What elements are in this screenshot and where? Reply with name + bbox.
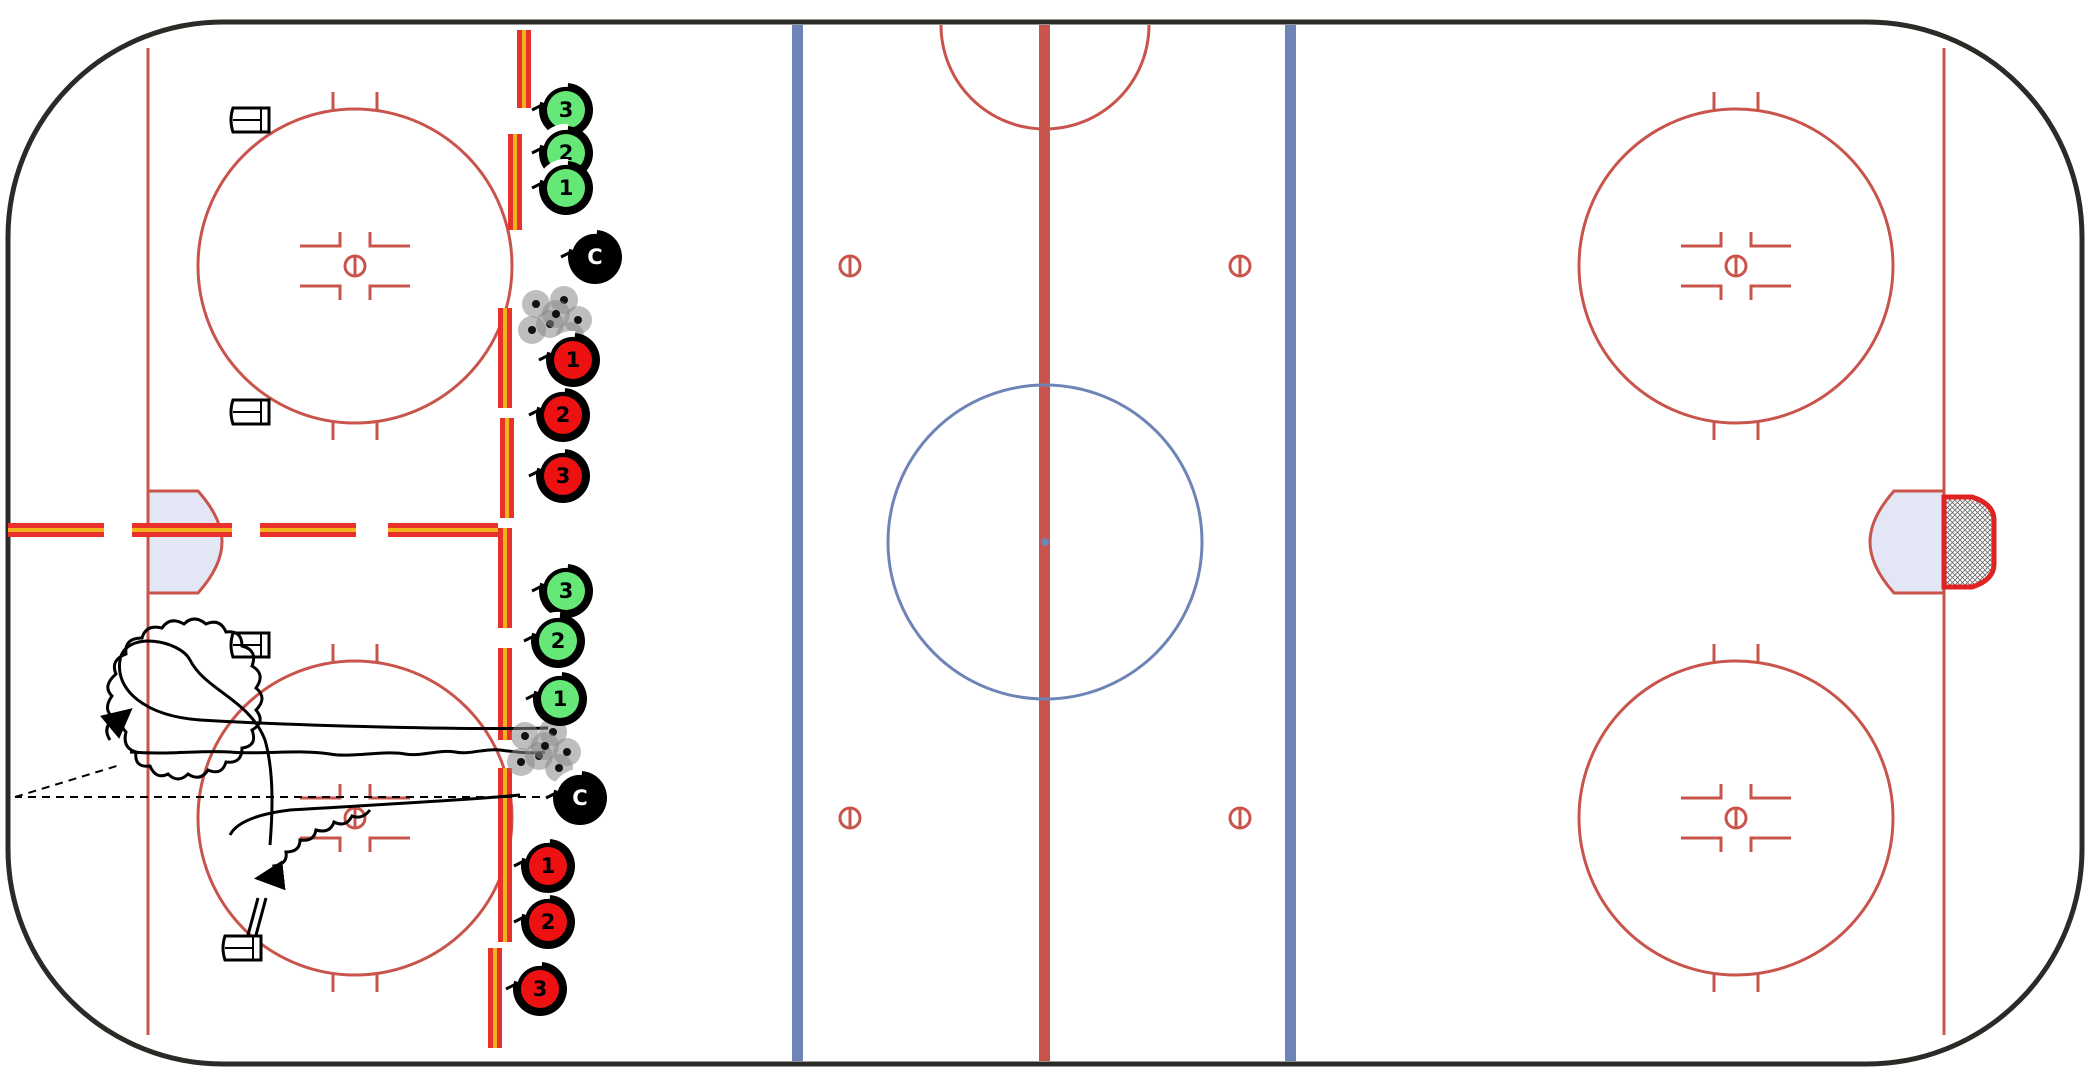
barrier-segment xyxy=(260,523,356,537)
right-goal-crease xyxy=(1868,489,1946,595)
player-coach-C: C xyxy=(560,227,622,284)
barrier-segment xyxy=(498,528,512,628)
barrier-segment xyxy=(8,523,104,537)
barrier-segment xyxy=(498,308,512,408)
player-green-1: 1 xyxy=(531,158,593,215)
barrier-segment xyxy=(132,523,232,537)
player-number-label: 3 xyxy=(533,977,548,1001)
player-red-1: 1 xyxy=(513,836,575,893)
pylon-icon xyxy=(229,631,271,659)
backward-skate-path xyxy=(228,793,521,836)
faceoff-circle-right-top xyxy=(1577,92,1895,440)
player-number-label: C xyxy=(572,786,587,810)
barrier-segment xyxy=(498,832,512,942)
faceoff-circle-right-bottom xyxy=(1577,644,1895,992)
player-number-label: 3 xyxy=(556,464,571,488)
stick-icon xyxy=(246,897,268,936)
player-number-label: 1 xyxy=(541,854,556,878)
skating-paths xyxy=(14,617,549,891)
player-green-3: 3 xyxy=(531,80,593,137)
barrier-segment xyxy=(498,648,512,740)
barrier-segment xyxy=(488,948,502,1048)
barrier-segment xyxy=(388,523,498,537)
stickhandle-path xyxy=(129,748,546,757)
pylon-icon xyxy=(229,106,271,134)
barrier-dividers xyxy=(8,30,531,1048)
barrier-segment xyxy=(498,768,512,852)
player-number-label: 2 xyxy=(556,403,571,427)
neutral-zone-faceoff-dots xyxy=(838,254,1252,830)
left-goal-crease xyxy=(146,489,224,595)
player-number-label: 3 xyxy=(559,579,574,603)
center-faceoff-circle xyxy=(886,383,1204,701)
player-red-1: 1 xyxy=(538,330,600,387)
barrier-segment xyxy=(508,134,522,230)
player-green-1: 1 xyxy=(525,669,587,726)
pylon-icon xyxy=(221,934,263,962)
referee-crease xyxy=(939,24,1151,131)
player-number-label: 2 xyxy=(551,629,566,653)
player-green-3: 3 xyxy=(531,561,593,618)
player-number-label: 1 xyxy=(559,176,574,200)
player-red-3: 3 xyxy=(505,959,567,1016)
player-number-label: 2 xyxy=(559,141,574,165)
center-faceoff-dot xyxy=(1041,538,1049,546)
player-red-2: 2 xyxy=(528,385,590,442)
player-number-label: 1 xyxy=(566,348,581,372)
player-red-3: 3 xyxy=(528,446,590,503)
player-number-label: 2 xyxy=(541,910,556,934)
pass-wavy-arrow xyxy=(99,617,264,781)
pass-wavy-arrow-2 xyxy=(254,809,372,891)
shot-path-dashed xyxy=(14,764,540,798)
player-coach-C: C xyxy=(545,768,607,825)
barrier-segment xyxy=(500,418,514,518)
player-number-label: C xyxy=(587,245,602,269)
player-green-2: 2 xyxy=(523,611,585,668)
right-blue-line xyxy=(1285,25,1296,1061)
player-red-2: 2 xyxy=(513,892,575,949)
barrier-segment xyxy=(517,30,531,108)
goal-net-icon xyxy=(1941,494,1997,590)
player-number-label: 3 xyxy=(559,98,574,122)
faceoff-circle-left-top xyxy=(196,92,514,440)
left-blue-line xyxy=(792,25,803,1061)
pylon-icon xyxy=(229,398,271,426)
player-number-label: 1 xyxy=(553,687,568,711)
